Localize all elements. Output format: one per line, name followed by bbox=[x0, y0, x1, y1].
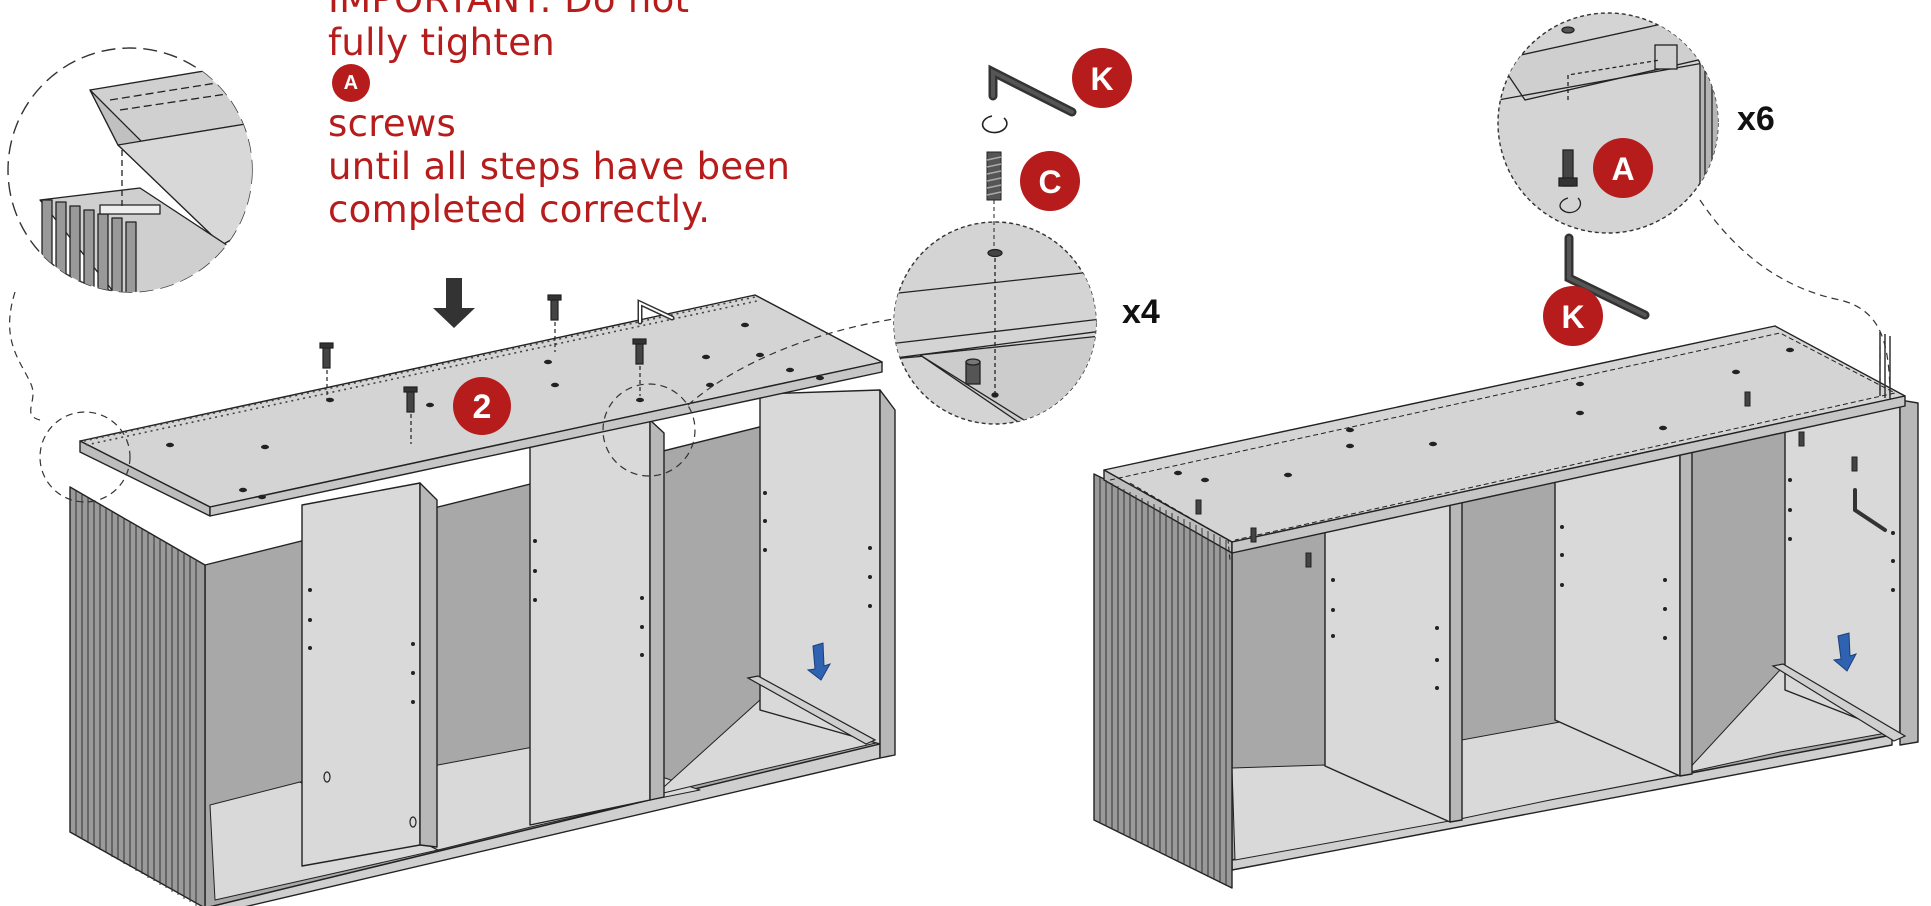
svg-text:K: K bbox=[1561, 299, 1584, 335]
left-fluted-ribs bbox=[75, 491, 197, 906]
right-divider-1 bbox=[1324, 497, 1451, 823]
detail-circle-screw bbox=[1497, 12, 1719, 234]
hidden-edge-lines bbox=[1109, 332, 1897, 561]
svg-text:C: C bbox=[1038, 164, 1061, 200]
warning-line-1: IMPORTANT: Do not bbox=[328, 0, 790, 21]
svg-text:x4: x4 bbox=[1122, 293, 1160, 331]
warning-line-2-start: fully tighten bbox=[328, 21, 556, 64]
right-fluted-ribs bbox=[1099, 332, 1891, 886]
down-arrow-icon bbox=[433, 278, 475, 328]
top-panel-holes bbox=[166, 322, 824, 500]
right-top-panel-holes bbox=[1174, 347, 1794, 483]
dowel-count: x4 bbox=[1122, 293, 1160, 331]
hex-key-icon bbox=[1853, 488, 1887, 532]
screw-icon bbox=[319, 294, 647, 444]
right-shelf-pin-holes bbox=[1331, 478, 1895, 690]
detail-callout-middle bbox=[602, 383, 696, 477]
rotate-icon bbox=[981, 115, 1008, 134]
dowel-icon bbox=[986, 151, 1002, 248]
down-arrow-icon bbox=[806, 642, 832, 681]
left-shelf-pin-holes bbox=[308, 491, 872, 704]
detail-callout-left bbox=[39, 411, 131, 503]
svg-text:x6: x6 bbox=[1737, 100, 1775, 138]
right-divider-2 bbox=[1554, 444, 1681, 777]
left-divider-2 bbox=[529, 419, 651, 826]
part-label-k-right: K bbox=[1543, 286, 1603, 346]
detail-circle-dowel bbox=[893, 221, 1097, 425]
warning-line-2-end: screws bbox=[328, 102, 457, 145]
part-label-k-top: K bbox=[1072, 48, 1132, 108]
left-cabinet bbox=[69, 389, 896, 906]
svg-text:K: K bbox=[1090, 61, 1113, 97]
step-number-badge: 2 bbox=[453, 377, 511, 435]
down-arrow-icon bbox=[1832, 632, 1858, 672]
right-cabinet bbox=[1093, 325, 1919, 889]
part-label-c: C bbox=[1020, 151, 1080, 211]
detail-circle-joint bbox=[7, 47, 253, 293]
part-label-a: A bbox=[1593, 138, 1653, 198]
svg-text:A: A bbox=[1611, 151, 1634, 187]
screw-count: x6 bbox=[1737, 100, 1775, 138]
left-divider-1 bbox=[301, 482, 421, 867]
warning-line-3: until all steps have been bbox=[328, 145, 791, 188]
hex-key-icon bbox=[1564, 233, 1650, 320]
screw-a-badge-icon: A bbox=[332, 64, 370, 102]
left-fluted-side bbox=[69, 486, 206, 906]
step-number: 2 bbox=[473, 388, 492, 426]
screw-icon bbox=[1195, 391, 1858, 568]
warning-line-4: completed correctly. bbox=[328, 188, 711, 231]
hex-key-icon bbox=[988, 64, 1077, 117]
